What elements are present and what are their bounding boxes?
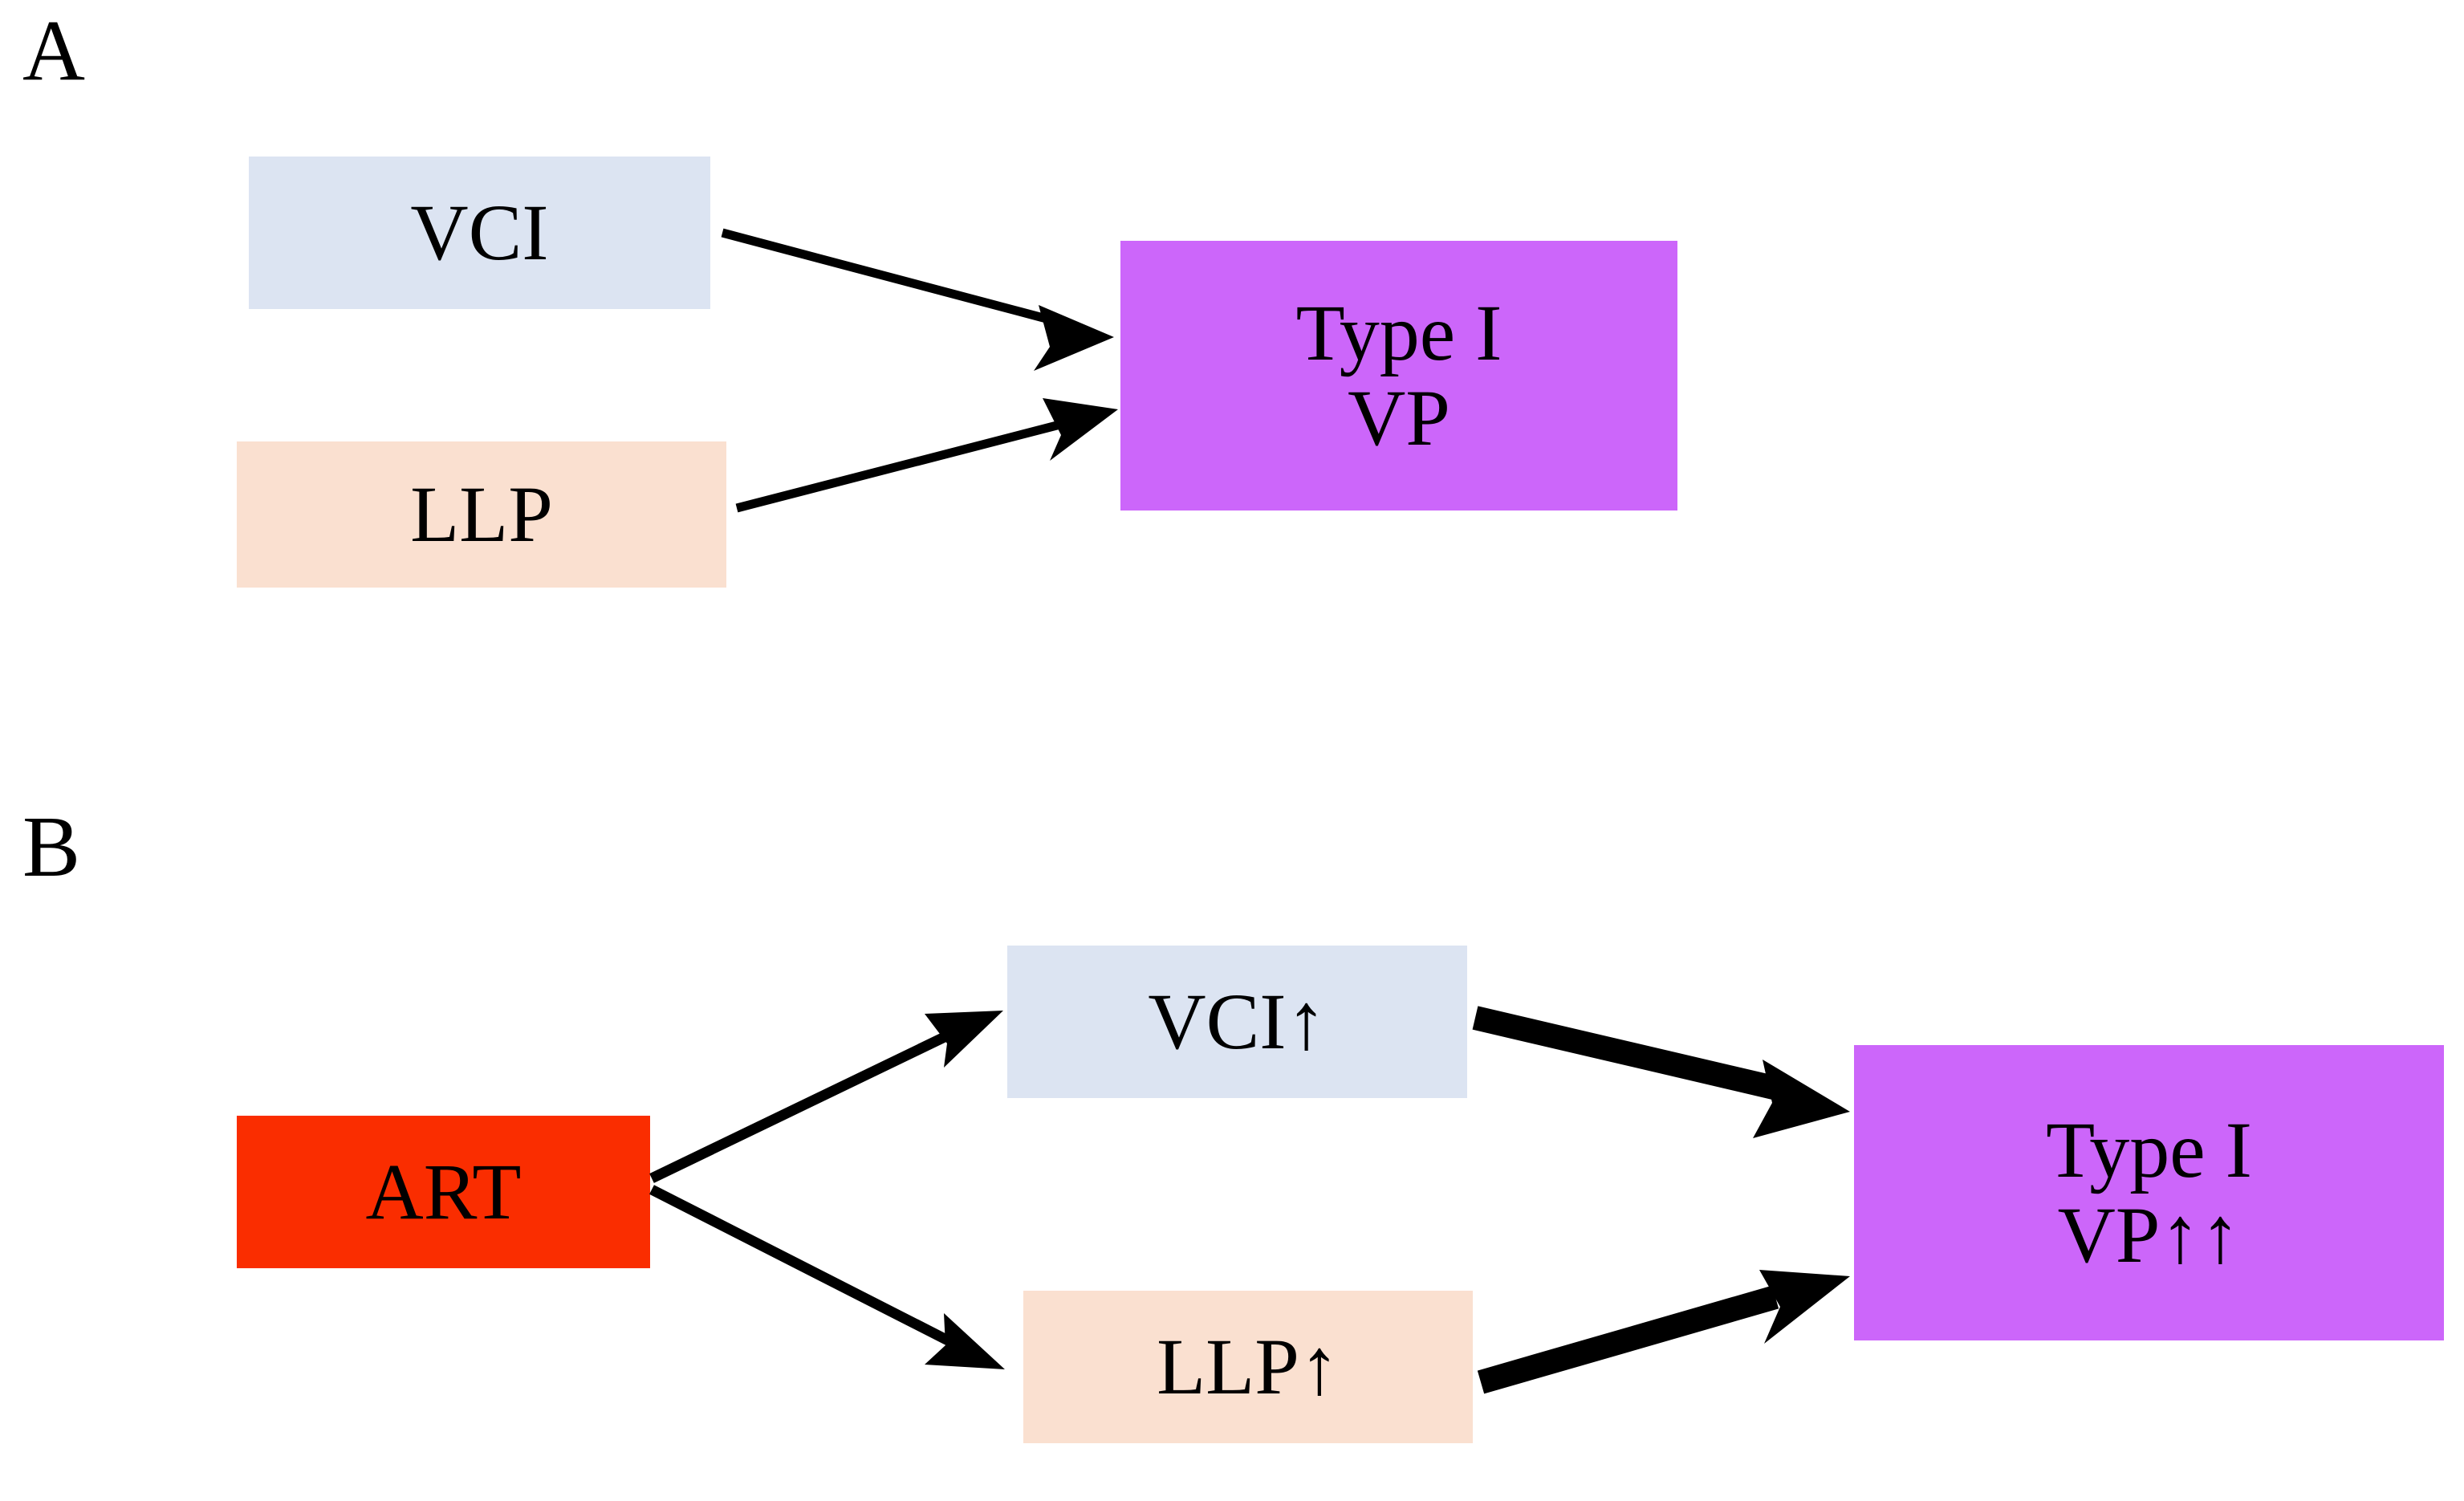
- node-llp-panel-b: LLP↑: [1023, 1291, 1473, 1443]
- node-type-i-vp-panel-a: Type I VP: [1120, 241, 1677, 511]
- panel-b-letter: B: [22, 799, 81, 895]
- node-type-i-vp-panel-a-line1: Type I: [1295, 288, 1502, 377]
- node-vci-panel-b: VCI↑: [1007, 946, 1467, 1098]
- arrow-vci-to-typei-panel-b: [1472, 1006, 1850, 1138]
- node-vci-panel-b-label: VCI↑: [1148, 977, 1327, 1066]
- node-llp-panel-a: LLP: [237, 441, 726, 588]
- node-llp-panel-a-label: LLP: [410, 470, 553, 559]
- arrow-art-to-llp-panel-b: [649, 1185, 1005, 1369]
- arrow-art-to-vci-panel-b: [649, 1011, 1003, 1183]
- node-type-i-vp-panel-a-line2: VP: [1348, 373, 1450, 462]
- panel-a-letter: A: [22, 3, 85, 99]
- node-art-panel-b-label: ART: [365, 1147, 522, 1236]
- node-type-i-vp-panel-b-line1: Type I: [2046, 1105, 2252, 1194]
- arrow-llp-to-typei-panel-b: [1477, 1270, 1850, 1394]
- node-type-i-vp-panel-b: Type I VP↑↑: [1854, 1045, 2444, 1340]
- node-art-panel-b: ART: [237, 1116, 650, 1268]
- node-vci-panel-a-label: VCI: [410, 188, 549, 277]
- arrow-vci-to-typei-panel-a: [721, 228, 1114, 371]
- node-vci-panel-a: VCI: [249, 157, 710, 309]
- node-llp-panel-b-label: LLP↑: [1157, 1322, 1340, 1411]
- node-type-i-vp-panel-b-line2: VP↑↑: [2057, 1190, 2241, 1279]
- arrow-llp-to-typei-panel-a: [735, 398, 1118, 513]
